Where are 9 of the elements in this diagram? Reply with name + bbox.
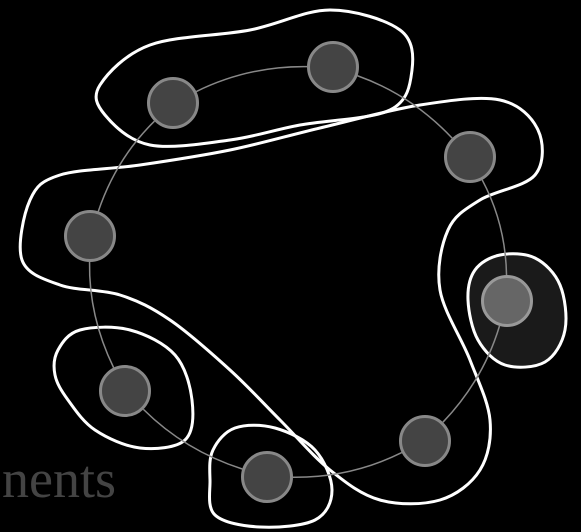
- connector-line: [482, 180, 508, 276]
- connector-line: [88, 262, 114, 368]
- partial-caption-text: nents: [2, 452, 116, 506]
- connector-line: [142, 408, 242, 470]
- connector-line: [357, 75, 453, 139]
- connector-line: [196, 66, 307, 92]
- connector-line: [98, 120, 155, 212]
- connector-line: [293, 452, 402, 478]
- connector-line: [442, 326, 500, 423]
